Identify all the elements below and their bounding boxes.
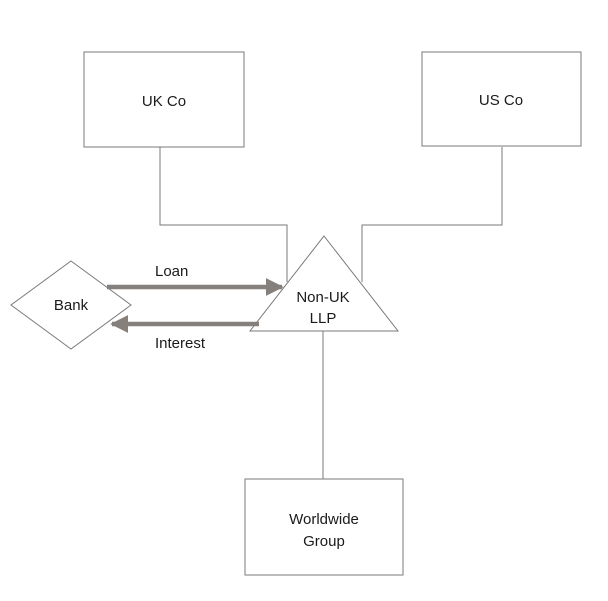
node-us-co: US Co <box>421 51 582 147</box>
worldwide-group-label-line2: Group <box>303 533 345 550</box>
worldwide-group-box <box>244 478 404 576</box>
llp-label-line1: Non-UK <box>296 289 349 306</box>
us-co-label: US Co <box>479 92 523 109</box>
bank-label: Bank <box>54 297 89 314</box>
node-bank: Bank <box>10 260 132 350</box>
node-llp: Non-UK LLP <box>248 235 400 332</box>
edge-loan: Loan <box>107 263 284 296</box>
uk-co-label: UK Co <box>142 93 186 110</box>
llp-label-line2: LLP <box>310 310 337 327</box>
connector-uk-co-to-llp <box>159 147 288 282</box>
node-uk-co: UK Co <box>83 51 245 148</box>
interest-label: Interest <box>155 335 206 352</box>
uk-co-box <box>83 51 245 148</box>
bank-diamond <box>10 260 132 350</box>
node-worldwide-group: Worldwide Group <box>244 478 404 576</box>
llp-triangle <box>248 235 400 332</box>
connector-us-co-to-llp <box>361 147 503 282</box>
worldwide-group-label-line1: Worldwide <box>289 511 359 528</box>
loan-label: Loan <box>155 263 188 280</box>
edge-interest: Interest <box>110 315 259 352</box>
us-co-box <box>421 51 582 147</box>
